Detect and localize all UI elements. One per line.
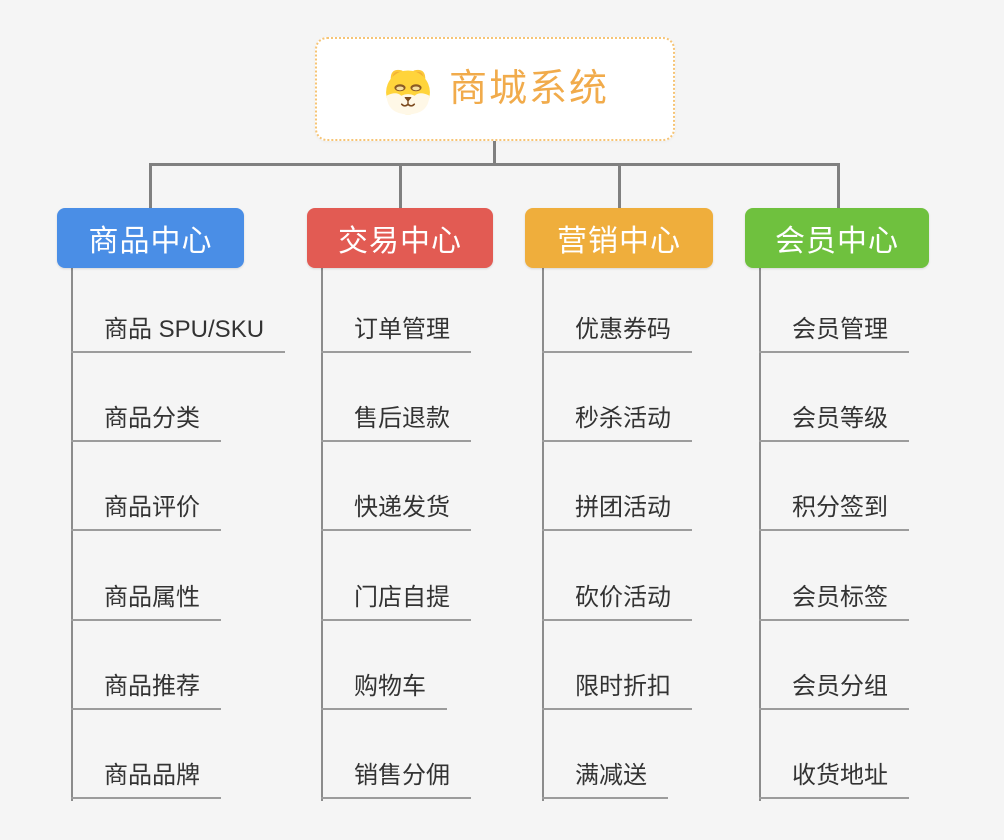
leaf-node[interactable]: 砍价活动 — [542, 583, 692, 621]
leaf-node[interactable]: 会员标签 — [759, 583, 909, 621]
leaf-node[interactable]: 积分签到 — [759, 493, 909, 531]
leaf-node[interactable]: 秒杀活动 — [542, 404, 692, 442]
leaf-node[interactable]: 商品分类 — [71, 404, 221, 442]
connector-column-member — [759, 268, 761, 801]
branch-node-member-center[interactable]: 会员中心 — [745, 208, 929, 268]
connector-root-stem — [493, 141, 496, 165]
leaf-node[interactable]: 售后退款 — [321, 404, 471, 442]
leaf-node[interactable]: 订单管理 — [321, 315, 471, 353]
connector-column-product — [71, 268, 73, 801]
branch-node-product-center[interactable]: 商品中心 — [57, 208, 244, 268]
branch-node-trade-center[interactable]: 交易中心 — [307, 208, 493, 268]
leaf-node[interactable]: 商品评价 — [71, 493, 221, 531]
leaf-node[interactable]: 门店自提 — [321, 583, 471, 621]
leaf-node[interactable]: 购物车 — [321, 672, 447, 710]
connector-stub-product — [149, 165, 152, 209]
leaf-node[interactable]: 会员管理 — [759, 315, 909, 353]
leaf-node[interactable]: 商品推荐 — [71, 672, 221, 710]
leaf-node[interactable]: 商品 SPU/SKU — [71, 315, 286, 353]
connector-branch-rail — [149, 163, 840, 166]
branch-node-marketing-center[interactable]: 营销中心 — [525, 208, 713, 268]
connector-stub-marketing — [618, 165, 621, 209]
root-title: 商城系统 — [448, 68, 609, 110]
leaf-node[interactable]: 销售分佣 — [321, 761, 471, 799]
leaf-node[interactable]: 会员等级 — [759, 404, 909, 442]
leaf-node[interactable]: 收货地址 — [759, 761, 909, 799]
root-node[interactable]: 商城系统 — [315, 37, 675, 141]
leaf-node[interactable]: 快递发货 — [321, 493, 471, 531]
doge-icon — [381, 62, 435, 116]
leaf-node[interactable]: 拼团活动 — [542, 493, 692, 531]
leaf-node[interactable]: 限时折扣 — [542, 672, 692, 710]
leaf-node[interactable]: 会员分组 — [759, 672, 909, 710]
connector-column-trade — [321, 268, 323, 801]
leaf-node[interactable]: 商品属性 — [71, 583, 221, 621]
leaf-node[interactable]: 满减送 — [542, 761, 668, 799]
connector-column-marketing — [542, 268, 544, 801]
leaf-node[interactable]: 商品品牌 — [71, 761, 221, 799]
connector-stub-trade — [399, 165, 402, 209]
leaf-node[interactable]: 优惠券码 — [542, 315, 692, 353]
connector-stub-member — [837, 165, 840, 209]
